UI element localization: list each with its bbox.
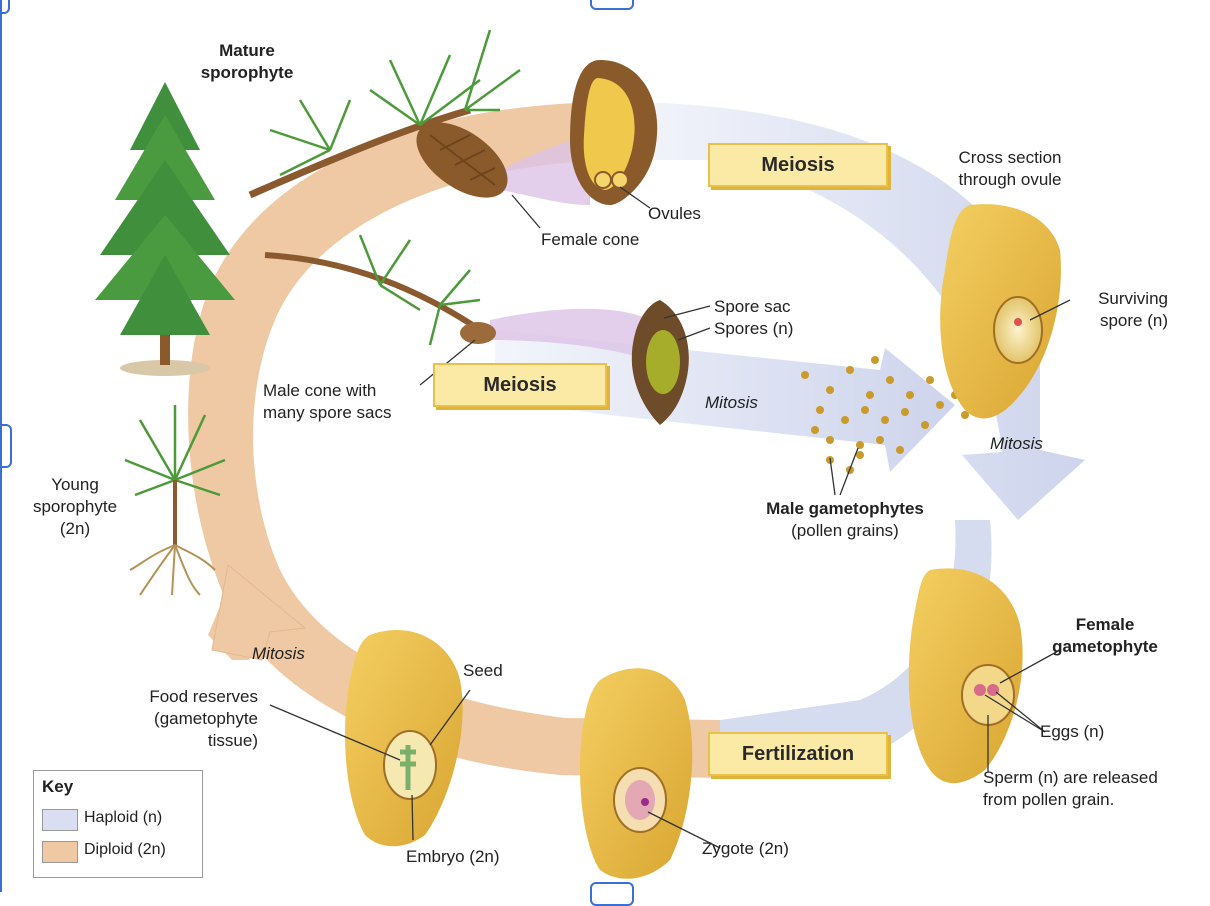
key-title: Key	[42, 777, 74, 796]
mitosis-male-arrow	[495, 330, 955, 472]
zygote-label: Zygote (2n)	[702, 839, 789, 858]
selection-handle-top-left[interactable]	[0, 0, 10, 14]
meiosis-middle-box: Meiosis	[433, 363, 607, 407]
seed-section	[345, 630, 463, 847]
male-gametophytes-label: Male gametophytes	[766, 499, 924, 518]
legend-key: Key Haploid (n) Diploid (2n)	[33, 770, 203, 878]
mitosis-left-arrow	[211, 564, 307, 661]
meiosis-top-box: Meiosis	[708, 143, 888, 187]
mitosis-right-label: Mitosis	[990, 434, 1043, 453]
zygote-section	[580, 668, 693, 879]
spore-sac-label: Spore sac	[714, 297, 791, 316]
embryo-label: Embryo (2n)	[406, 847, 500, 866]
eggs-label: Eggs (n)	[1040, 722, 1105, 741]
selection-border-left	[0, 0, 2, 892]
haploid-swatch	[42, 809, 78, 831]
spore-sac	[631, 300, 689, 425]
ovule-cross-section	[940, 204, 1061, 419]
diploid-key-label: Diploid (2n)	[84, 841, 166, 858]
leader-lines	[269, 186, 1071, 849]
young-sporophyte-plant	[124, 405, 226, 596]
haploid-key-label: Haploid (n)	[84, 809, 163, 826]
female-gametophyte-section	[908, 568, 1023, 784]
selection-handle-bottom[interactable]	[590, 882, 634, 906]
selection-handle-top[interactable]	[590, 0, 634, 10]
mitosis-left-label: Mitosis	[252, 644, 305, 663]
selection-handle-left[interactable]	[0, 424, 12, 468]
diploid-swatch	[42, 841, 78, 863]
mitosis-male-label: Mitosis	[705, 393, 758, 412]
pollen-grains-label: (pollen grains)	[791, 521, 899, 540]
ovule-scale	[570, 60, 658, 205]
ovules-label: Ovules	[648, 204, 701, 223]
mature-sporophyte-tree	[95, 82, 235, 376]
female-cone-branch	[248, 29, 521, 199]
male-cone-branch	[264, 234, 496, 346]
fertilization-box: Fertilization	[708, 732, 888, 776]
seed-label: Seed	[463, 661, 503, 680]
spores-label: Spores (n)	[714, 319, 794, 338]
female-cone-label: Female cone	[541, 230, 640, 249]
